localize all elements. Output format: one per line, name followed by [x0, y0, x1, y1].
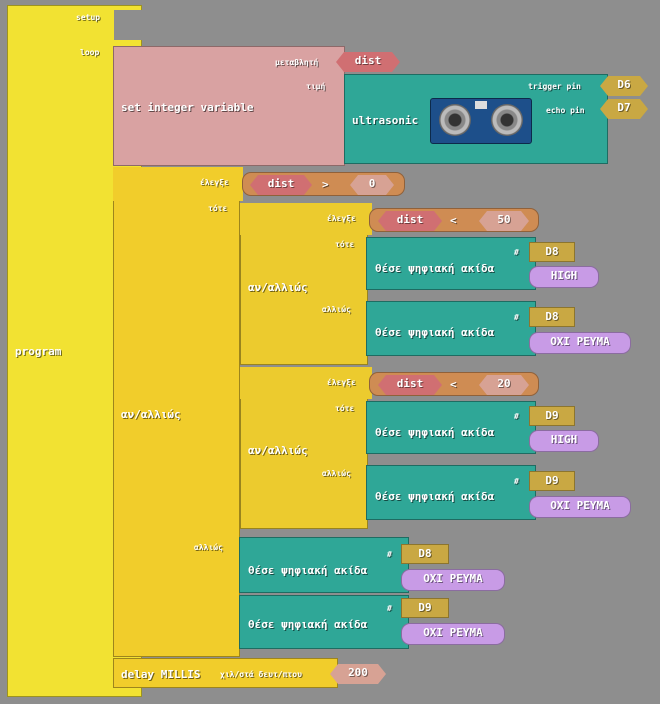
set-integer-variable-block[interactable]	[113, 46, 345, 166]
ultrasonic-sensor-image	[430, 98, 532, 144]
ifelse-2-then-hash: #	[514, 412, 519, 421]
ifelse-2-else-action-label: θέσε ψηφιακή ακίδα	[375, 490, 495, 503]
ifelse-1-then-label: τότε	[335, 240, 355, 249]
ifelse-main-cond-op[interactable]: >	[322, 178, 329, 191]
ifelse-1-then-pin[interactable]: D8	[529, 242, 575, 262]
program-label: program	[15, 345, 62, 358]
ifelse-2-else-label: αλλιώς	[322, 469, 351, 478]
ifelse-main-then-label: τότε	[208, 204, 228, 213]
ifelse-2-cond-label: έλεγξε	[327, 378, 356, 387]
ifelse-1-then-hash: #	[514, 248, 519, 257]
ifelse-main-cond-right[interactable]: 0	[350, 175, 394, 195]
ifelse-2-cond-left[interactable]: dist	[378, 375, 442, 395]
ifelse-1-cond-bar	[240, 203, 372, 235]
ifelse-1-else-label: αλλιώς	[322, 305, 351, 314]
delay-millis-label: delay MILLIS	[121, 668, 201, 681]
else-action-d8-hash: #	[387, 550, 392, 559]
loop-label: loop	[80, 48, 100, 57]
ifelse-2-else-value[interactable]: ΟΧΙ ΡΕΥΜΑ	[529, 496, 631, 518]
ifelse-2-then-pin[interactable]: D9	[529, 406, 575, 426]
else-action-d8-value[interactable]: ΟΧΙ ΡΕΥΜΑ	[401, 569, 505, 591]
ifelse-main-cond-left[interactable]: dist	[250, 175, 312, 195]
ifelse-main-block[interactable]	[113, 167, 240, 657]
else-action-d8-pin[interactable]: D8	[401, 544, 449, 564]
ifelse-1-cond-right[interactable]: 50	[479, 211, 529, 231]
variable-field-label: μεταβλητή	[275, 58, 319, 67]
ifelse-2-cond-right[interactable]: 20	[479, 375, 529, 395]
ifelse-2-else-hash: #	[514, 477, 519, 486]
echo-pin-value[interactable]: D7	[600, 99, 648, 119]
value-field-label: τιμή	[306, 82, 326, 91]
ifelse-1-cond-left[interactable]: dist	[378, 211, 442, 231]
ifelse-1-else-action-label: θέσε ψηφιακή ακίδα	[375, 326, 495, 339]
delay-unit-label: χιλ/στά δευτ/πτου	[220, 670, 302, 679]
ifelse-1-cond-label: έλεγξε	[327, 214, 356, 223]
else-action-d9-value[interactable]: ΟΧΙ ΡΕΥΜΑ	[401, 623, 505, 645]
ifelse-main-cond-bar	[113, 167, 243, 201]
else-action-d9-label: θέσε ψηφιακή ακίδα	[248, 618, 368, 631]
trigger-pin-value[interactable]: D6	[600, 76, 648, 96]
set-integer-variable-label: set integer variable	[121, 101, 254, 114]
else-action-d8-block[interactable]	[239, 537, 409, 593]
ifelse-2-label: αν/αλλιώς	[248, 444, 308, 457]
ifelse-2-else-action-block[interactable]	[366, 465, 536, 520]
ifelse-1-else-value[interactable]: ΟΧΙ ΡΕΥΜΑ	[529, 332, 631, 354]
ifelse-main-cond-label: έλεγξε	[200, 178, 229, 187]
delay-millis-block[interactable]	[113, 658, 338, 688]
sensor-right-eye	[491, 104, 523, 136]
ifelse-1-then-action-label: θέσε ψηφιακή ακίδα	[375, 262, 495, 275]
ifelse-2-cond-bar	[240, 367, 372, 399]
ifelse-1-else-hash: #	[514, 313, 519, 322]
ifelse-2-then-label: τότε	[335, 404, 355, 413]
ifelse-1-label: αν/αλλιώς	[248, 281, 308, 294]
ifelse-1-else-pin[interactable]: D8	[529, 307, 575, 327]
trigger-pin-label: trigger pin	[528, 82, 581, 91]
else-action-d9-hash: #	[387, 604, 392, 613]
ifelse-2-then-action-label: θέσε ψηφιακή ακίδα	[375, 426, 495, 439]
ifelse-main-else-label: αλλιώς	[194, 543, 223, 552]
ifelse-1-else-action-block[interactable]	[366, 301, 536, 356]
ifelse-1-then-value[interactable]: HIGH	[529, 266, 599, 288]
ifelse-2-cond-op[interactable]: <	[450, 378, 457, 391]
variable-name-dist[interactable]: dist	[336, 52, 400, 72]
ifelse-1-cond-op[interactable]: <	[450, 214, 457, 227]
else-action-d9-block[interactable]	[239, 595, 409, 649]
ifelse-2-then-action-block[interactable]	[366, 401, 536, 454]
else-action-d8-label: θέσε ψηφιακή ακίδα	[248, 564, 368, 577]
program-setup-slot	[114, 10, 142, 40]
ifelse-1-then-action-block[interactable]	[366, 237, 536, 290]
sensor-pins	[475, 101, 487, 109]
sensor-left-eye	[439, 104, 471, 136]
ultrasonic-label: ultrasonic	[352, 114, 419, 127]
ifelse-main-label: αν/αλλιώς	[121, 408, 181, 421]
ifelse-2-else-pin[interactable]: D9	[529, 471, 575, 491]
ifelse-2-then-value[interactable]: HIGH	[529, 430, 599, 452]
else-action-d9-pin[interactable]: D9	[401, 598, 449, 618]
echo-pin-label: echo pin	[546, 106, 585, 115]
setup-label: setup	[76, 13, 101, 22]
delay-value[interactable]: 200	[330, 664, 386, 684]
